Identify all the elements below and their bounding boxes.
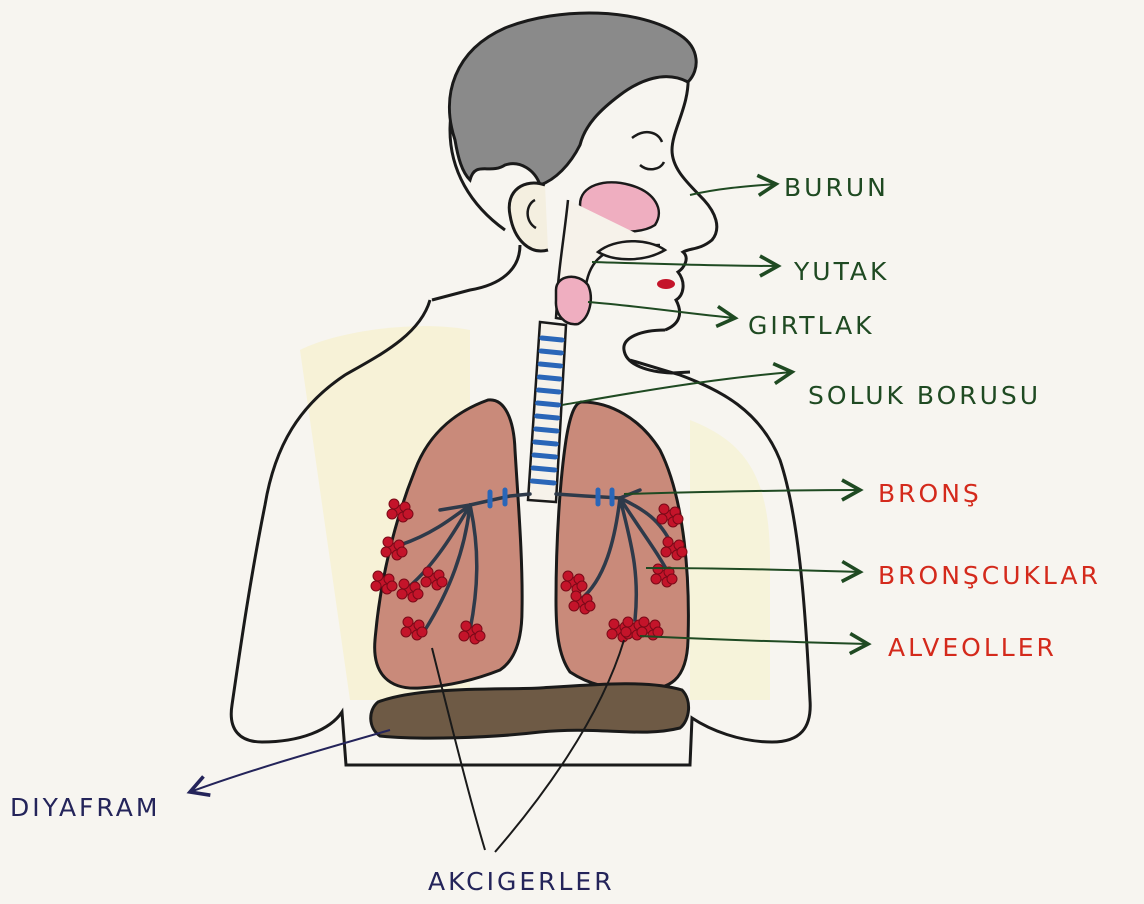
alveolus bbox=[569, 601, 579, 611]
alveolus bbox=[461, 621, 471, 631]
alveolus bbox=[677, 547, 687, 557]
alveolus bbox=[399, 579, 409, 589]
lips bbox=[657, 279, 675, 289]
alveolus bbox=[423, 567, 433, 577]
hair bbox=[449, 13, 696, 185]
larynx bbox=[556, 277, 591, 324]
alveolus bbox=[661, 547, 671, 557]
alveolus bbox=[663, 537, 673, 547]
alveolus bbox=[653, 627, 663, 637]
trachea-ring bbox=[535, 442, 556, 444]
alveolus bbox=[609, 619, 619, 629]
alveolus bbox=[585, 601, 595, 611]
alveolus bbox=[397, 547, 407, 557]
alveolus bbox=[381, 547, 391, 557]
label-akcigerler: AKCIGERLER bbox=[428, 867, 615, 896]
alveolus bbox=[667, 574, 677, 584]
trachea-ring bbox=[542, 338, 562, 340]
trachea-ring bbox=[537, 416, 558, 418]
alveolus bbox=[389, 499, 399, 509]
alveolus bbox=[621, 627, 631, 637]
label-alveoller: ALVEOLLER bbox=[888, 633, 1057, 662]
alveolus bbox=[403, 509, 413, 519]
alveolus bbox=[401, 627, 411, 637]
eye bbox=[640, 162, 664, 169]
alveolus bbox=[373, 571, 383, 581]
alveolus bbox=[437, 577, 447, 587]
trachea-ring bbox=[541, 351, 561, 353]
trachea-ring bbox=[539, 377, 560, 379]
alveolus bbox=[387, 581, 397, 591]
alveolus bbox=[459, 631, 469, 641]
alveolus bbox=[371, 581, 381, 591]
label-diyafram: DIYAFRAM bbox=[10, 793, 160, 822]
alveolus bbox=[577, 581, 587, 591]
alveolus bbox=[673, 514, 683, 524]
trachea-ring bbox=[538, 390, 559, 392]
label-girtlak: GIRTLAK bbox=[748, 311, 875, 340]
alveolus bbox=[561, 581, 571, 591]
alveolus bbox=[659, 504, 669, 514]
alveolus bbox=[383, 537, 393, 547]
alveolus bbox=[421, 577, 431, 587]
neck-outline bbox=[432, 245, 520, 300]
alveolus bbox=[417, 627, 427, 637]
trachea-ring bbox=[540, 364, 560, 366]
yellow-shading-right bbox=[690, 420, 770, 700]
alveolus bbox=[571, 591, 581, 601]
alveolus bbox=[475, 631, 485, 641]
alveolus bbox=[563, 571, 573, 581]
alveolus bbox=[387, 509, 397, 519]
trachea-ring bbox=[533, 468, 555, 470]
alveolus bbox=[623, 617, 633, 627]
eyebrow bbox=[632, 132, 662, 142]
trachea-ring bbox=[538, 403, 559, 405]
alveolus bbox=[397, 589, 407, 599]
alveolus bbox=[639, 617, 649, 627]
label-bronscuklar: BRONŞCUKLAR bbox=[878, 561, 1101, 590]
alveolus bbox=[657, 514, 667, 524]
trachea-ring bbox=[532, 481, 554, 483]
trachea-ring bbox=[534, 455, 555, 457]
label-burun: BURUN bbox=[784, 173, 889, 202]
alveolus bbox=[651, 574, 661, 584]
trachea-ring bbox=[536, 429, 557, 431]
alveolus bbox=[413, 589, 423, 599]
label-soluk-borusu: SOLUK BORUSU bbox=[808, 381, 1041, 410]
label-brons: BRONŞ bbox=[878, 479, 982, 508]
diaphragm bbox=[371, 684, 689, 738]
alveolus bbox=[607, 629, 617, 639]
label-yutak: YUTAK bbox=[793, 257, 889, 286]
alveolus bbox=[403, 617, 413, 627]
